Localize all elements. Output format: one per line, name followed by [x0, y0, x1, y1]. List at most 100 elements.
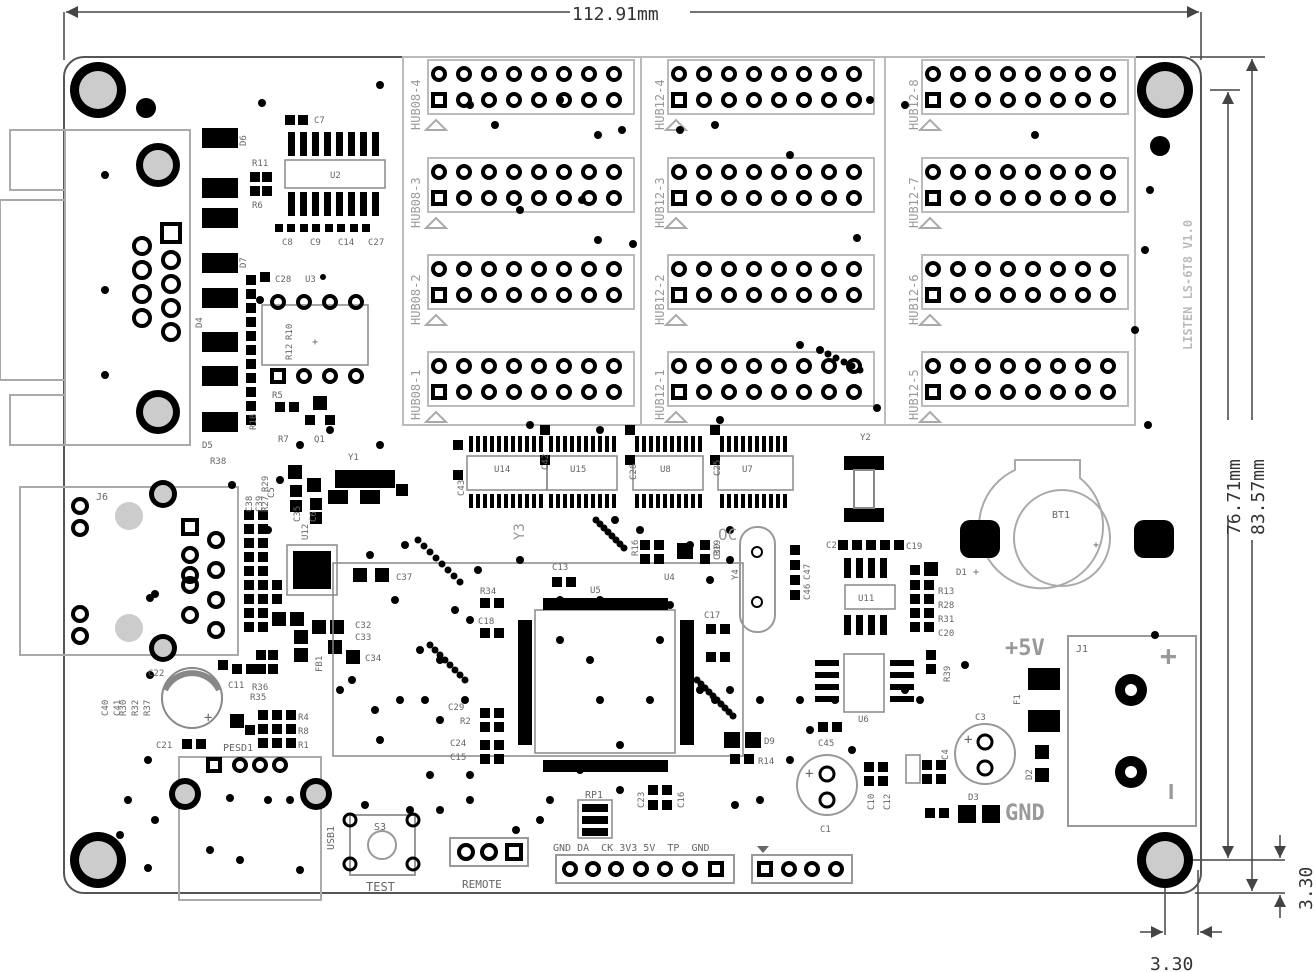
- plus5v-label: +5V: [1005, 636, 1045, 661]
- ref-y4: Y4: [731, 569, 741, 580]
- diode-column: [202, 128, 238, 432]
- ref-c25: C25: [713, 460, 723, 476]
- ref-c17: C17: [704, 611, 720, 621]
- vias: [116, 81, 1159, 874]
- rp1-ref: RP1: [585, 790, 603, 801]
- hub08-3-label: HUB08-3: [409, 177, 423, 228]
- crystal-y2: [838, 456, 904, 550]
- ref-c20: C20: [938, 629, 954, 639]
- ref-r32: R32: [131, 700, 141, 716]
- ref-c12: C12: [883, 794, 893, 810]
- gnd-label: GND: [1005, 801, 1045, 826]
- ref-r16: R16: [631, 540, 641, 556]
- d1-plus: +: [973, 567, 979, 578]
- ref-c11: C11: [228, 681, 244, 691]
- ref-c39: C39: [255, 496, 265, 512]
- hub-connector-grid: [423, 59, 1129, 423]
- dim-width: 112.91mm: [572, 4, 659, 25]
- c1-plus: +: [805, 766, 813, 782]
- ref-r11: R11: [252, 159, 268, 169]
- ref-r38: R38: [210, 457, 226, 467]
- hub12-3-label: HUB12-3: [653, 177, 667, 228]
- pesd-ref: PESD1: [223, 743, 253, 754]
- ref-c13: C13: [552, 563, 568, 573]
- ref-c8: C8: [282, 238, 293, 248]
- ref-c24: C24: [450, 739, 466, 749]
- hub12-4-label: HUB12-4: [653, 79, 667, 130]
- battery-bt1: [960, 459, 1174, 590]
- ref-r34: R34: [480, 587, 496, 597]
- ref-c14: C14: [338, 238, 354, 248]
- ref-y1: Y1: [348, 453, 359, 463]
- hub12-5-label: HUB12-5: [907, 369, 921, 420]
- osc-label: OC: [718, 525, 737, 544]
- ref-c42: C42: [541, 454, 551, 470]
- j1-minus-label: −: [1154, 783, 1187, 800]
- ref-c21: C21: [156, 741, 172, 751]
- ref-u6: U6: [858, 715, 869, 725]
- osc-caps: [790, 545, 800, 600]
- ref-c5: C5: [267, 487, 277, 498]
- ref-r18: R18: [249, 414, 259, 430]
- resistor-chain: [246, 272, 335, 425]
- ref-r31: R31: [938, 615, 954, 625]
- ref-r8: R8: [298, 727, 309, 737]
- ref-c19: C19: [906, 542, 922, 552]
- d-small-outline: [905, 754, 921, 784]
- rp1-array: [577, 799, 613, 839]
- ref-u2: U2: [330, 171, 341, 181]
- fuse-and-diodes: [864, 668, 1060, 823]
- bt1-ref: BT1: [1052, 510, 1070, 521]
- ref-c34: C34: [365, 654, 381, 664]
- ref-d1: D1: [956, 568, 967, 578]
- ref-r12: R12: [285, 344, 295, 360]
- c22-plus: +: [204, 710, 212, 726]
- ref-c46: C46: [803, 584, 813, 600]
- hub12-2-label: HUB12-2: [653, 274, 667, 325]
- c3-plus: +: [964, 732, 972, 748]
- ref-c1: C1: [820, 825, 831, 835]
- cap-c1: [796, 754, 858, 816]
- ref-r36: R36: [252, 683, 268, 693]
- signal-header: [555, 846, 853, 884]
- ref-d9: D9: [764, 737, 775, 747]
- ref-c27: C27: [368, 238, 384, 248]
- ref-c29: C29: [448, 703, 464, 713]
- ref-r1: R1: [298, 741, 309, 751]
- ref-r5: R5: [272, 391, 283, 401]
- ref-r19: R19: [713, 540, 723, 556]
- u12-area-passives: [182, 510, 389, 749]
- ref-r39: R39: [943, 666, 953, 682]
- mounting-holes: [70, 62, 1193, 888]
- ic-u11: [844, 558, 938, 674]
- ref-c4: C4: [941, 749, 951, 760]
- ref-u5: U5: [590, 586, 601, 596]
- ref-r35: R35: [250, 693, 266, 703]
- hub12-6-label: HUB12-6: [907, 274, 921, 325]
- test-label: TEST: [366, 880, 395, 894]
- db9-connector: [0, 129, 191, 446]
- ref-r28: R28: [938, 601, 954, 611]
- ref-r37: R37: [143, 700, 153, 716]
- ref-r2: R2: [460, 717, 471, 727]
- hub12-7-label: HUB12-7: [907, 177, 921, 228]
- ref-c38: C38: [245, 496, 255, 512]
- ref-y2: Y2: [860, 433, 871, 443]
- db9-pins: [101, 143, 182, 434]
- ref-r10: R10: [285, 324, 295, 340]
- ref-r4: R4: [298, 713, 309, 723]
- bt-plus: +: [1093, 540, 1099, 551]
- mcu-passives: [480, 577, 761, 810]
- ref-c33: C33: [355, 633, 371, 643]
- ref-c45: C45: [818, 739, 834, 749]
- remote-label: REMOTE: [462, 878, 502, 891]
- ref-c26: C26: [629, 464, 639, 480]
- ref-u12: U12: [301, 524, 311, 540]
- ref-c32: C32: [355, 621, 371, 631]
- mcu-u5: [332, 562, 744, 772]
- remote-connector: [449, 837, 529, 867]
- u3-plus: +: [312, 337, 318, 348]
- dim-offset-right: 3.30: [1296, 867, 1316, 910]
- ref-r7: R7: [278, 435, 289, 445]
